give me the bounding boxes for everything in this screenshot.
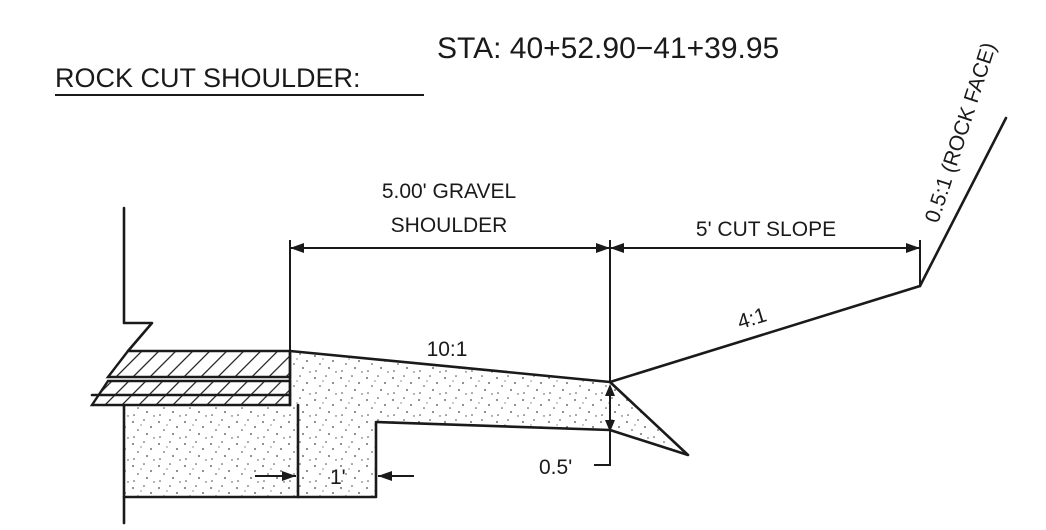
- shoulder-slope-label: 10:1: [427, 338, 468, 361]
- arrowhead-mid-right: [610, 243, 624, 253]
- gravel-shoulder-label-line2: SHOULDER: [391, 214, 508, 237]
- station-range: STA: 40+52.90−41+39.95: [437, 32, 779, 65]
- section-outline: [122, 380, 690, 499]
- width-label: 1': [330, 466, 346, 489]
- cut-slope-ratio-label: 4:1: [735, 304, 770, 335]
- shoulder-surface-line: [288, 349, 612, 384]
- depth-arrow-top: [605, 384, 615, 396]
- arrowhead-left: [290, 243, 304, 253]
- diagram-title: ROCK CUT SHOULDER:: [55, 63, 361, 93]
- arrowhead-mid-left: [596, 243, 610, 253]
- pavement-upper-hatch: [105, 349, 292, 379]
- depth-label: 0.5': [539, 456, 572, 479]
- pavement-lower-hatch: [89, 379, 292, 407]
- gravel-shoulder-label-line1: 5.00' GRAVEL: [382, 180, 516, 203]
- rock-face-line: [918, 116, 1008, 288]
- depth-leader: [594, 432, 611, 466]
- gravel-fill: [124, 351, 688, 497]
- width-arrow-right: [378, 471, 392, 481]
- rock-face-label: 0.5:1 (ROCK FACE): [921, 40, 1001, 226]
- depth-arrow-bottom: [605, 420, 615, 432]
- left-edge-line: [122, 206, 154, 353]
- width-arrow-left: [282, 471, 296, 481]
- cut-slope-line: [608, 284, 922, 384]
- arrowhead-right: [906, 243, 920, 253]
- cut-slope-label: 5' CUT SLOPE: [696, 218, 836, 241]
